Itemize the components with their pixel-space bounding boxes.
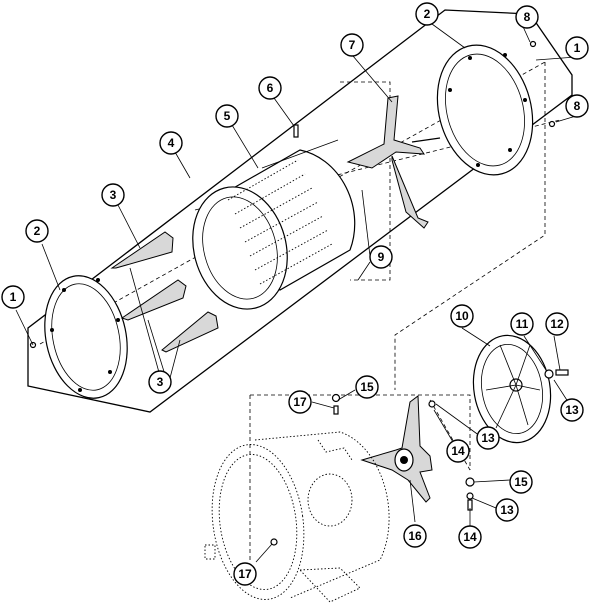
callout-12: 12 bbox=[545, 312, 569, 336]
callout-11: 11 bbox=[510, 312, 534, 336]
callout-5-label: 5 bbox=[224, 109, 231, 123]
callout-4: 4 bbox=[159, 131, 183, 155]
callout-2-label: 2 bbox=[34, 224, 41, 238]
callout-14: 14 bbox=[446, 439, 470, 463]
callout-15-label: 15 bbox=[360, 380, 374, 394]
callout-2: 2 bbox=[25, 219, 49, 243]
callout-7-label: 7 bbox=[349, 38, 356, 52]
drum-spider bbox=[346, 95, 441, 229]
callout-3-label: 3 bbox=[110, 188, 117, 202]
callout-8: 8 bbox=[515, 5, 539, 29]
rear-screw bbox=[529, 40, 537, 48]
callout-3-label: 3 bbox=[157, 375, 164, 389]
bearing-housing bbox=[360, 395, 433, 503]
callout-16-label: 16 bbox=[408, 529, 422, 543]
callout-13-label: 13 bbox=[565, 403, 579, 417]
callout-10: 10 bbox=[450, 304, 474, 328]
callout-17-label: 17 bbox=[293, 395, 307, 409]
callout-8: 8 bbox=[565, 94, 589, 118]
callout-1: 1 bbox=[1, 285, 25, 309]
callout-2: 2 bbox=[415, 2, 439, 26]
callout-15: 15 bbox=[355, 375, 379, 399]
callout-17: 17 bbox=[288, 390, 312, 414]
callout-2-label: 2 bbox=[424, 7, 431, 21]
rear-clamp-ring bbox=[436, 44, 534, 176]
callout-13: 13 bbox=[495, 498, 519, 522]
drum-screw bbox=[293, 124, 299, 138]
pulley-washer bbox=[544, 369, 554, 379]
callout-16: 16 bbox=[403, 524, 427, 548]
callout-13-label: 13 bbox=[481, 431, 495, 445]
callout-14-label: 14 bbox=[463, 530, 477, 544]
callout-15-label: 15 bbox=[514, 475, 528, 489]
callout-15: 15 bbox=[509, 470, 533, 494]
callout-1-label: 1 bbox=[574, 41, 581, 55]
rear-screw-lower bbox=[548, 120, 556, 128]
callout-10-label: 10 bbox=[455, 309, 469, 323]
callout-3: 3 bbox=[148, 370, 172, 394]
front-clamp-ring bbox=[44, 275, 128, 399]
callout-13-label: 13 bbox=[500, 503, 514, 517]
drum-baffles bbox=[110, 231, 219, 353]
callout-17: 17 bbox=[233, 562, 257, 586]
callout-8-label: 8 bbox=[524, 10, 531, 24]
callout-6-label: 6 bbox=[267, 81, 274, 95]
callout-9: 9 bbox=[369, 245, 393, 269]
callout-11-label: 11 bbox=[516, 317, 529, 331]
drum-basket bbox=[192, 139, 356, 310]
drive-pulley bbox=[472, 334, 552, 444]
callout-1: 1 bbox=[565, 36, 589, 60]
callout-1-label: 1 bbox=[10, 290, 17, 304]
small-hardware bbox=[270, 393, 475, 546]
callout-9-label: 9 bbox=[378, 250, 385, 264]
drum-assembly-outline bbox=[27, 9, 573, 413]
callout-13: 13 bbox=[560, 398, 584, 422]
callout-17-label: 17 bbox=[238, 567, 252, 581]
callout-5: 5 bbox=[215, 104, 239, 128]
callout-14: 14 bbox=[458, 525, 482, 549]
callout-12-label: 12 bbox=[550, 317, 564, 331]
callout-14-label: 14 bbox=[451, 444, 465, 458]
callout-3: 3 bbox=[101, 183, 125, 207]
callout-13: 13 bbox=[476, 426, 500, 450]
pulley-bolt bbox=[555, 369, 569, 376]
callout-4-label: 4 bbox=[168, 136, 175, 150]
callout-8-label: 8 bbox=[574, 99, 581, 113]
callout-6: 6 bbox=[258, 76, 282, 100]
outer-tub bbox=[204, 431, 390, 603]
callout-7: 7 bbox=[340, 33, 364, 57]
